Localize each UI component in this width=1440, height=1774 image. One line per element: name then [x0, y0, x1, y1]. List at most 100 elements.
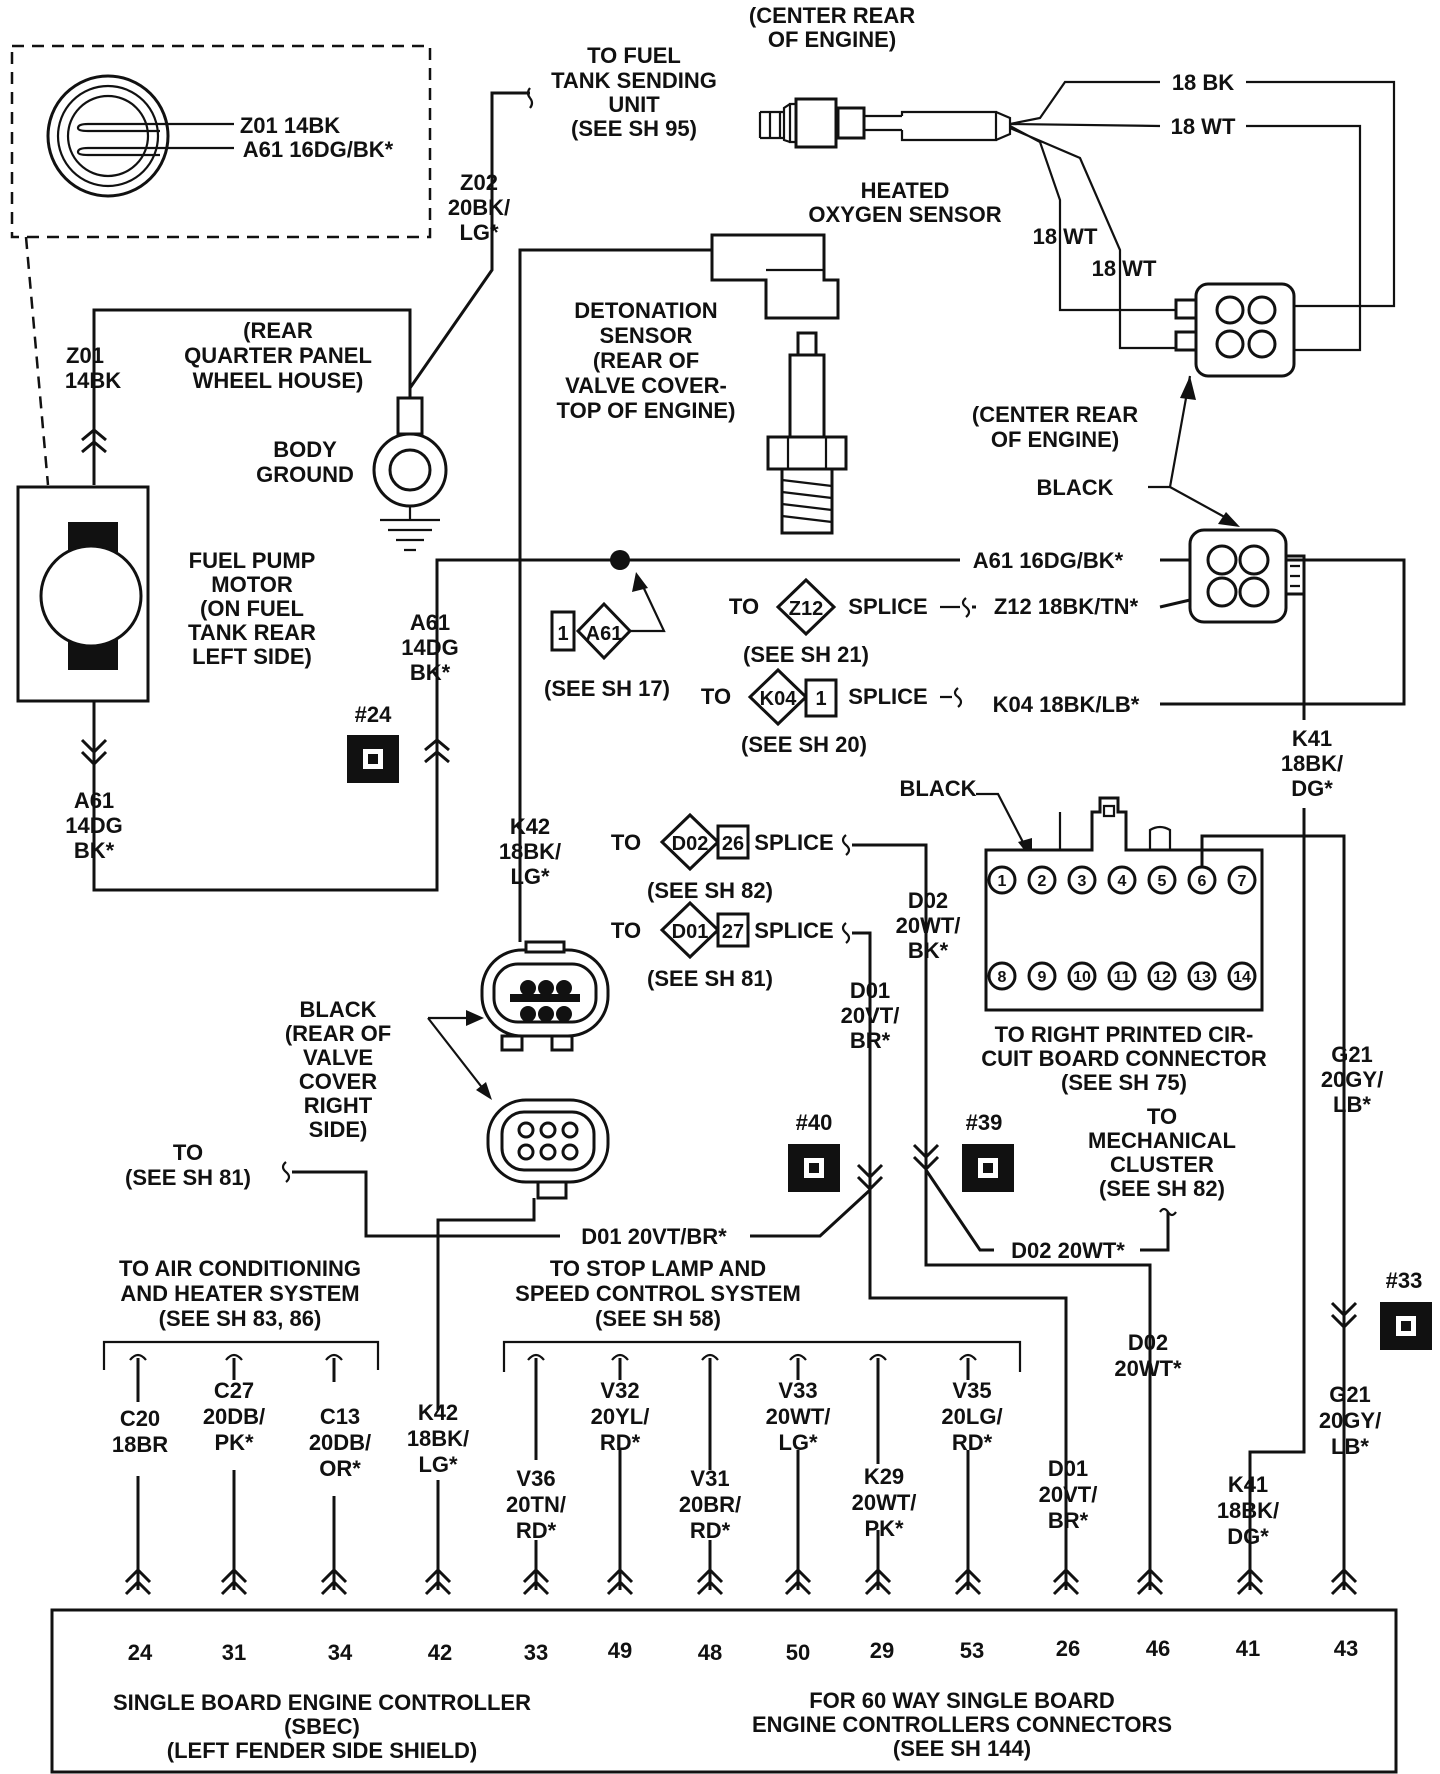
svg-text:TO AIR CONDITIONING: TO AIR CONDITIONING — [119, 1256, 361, 1281]
svg-text:18BK/: 18BK/ — [407, 1426, 469, 1451]
to-sh81-break — [281, 1161, 291, 1183]
svg-text:26: 26 — [722, 833, 744, 855]
svg-text:TANK REAR: TANK REAR — [188, 620, 316, 645]
svg-text:(SEE SH 82): (SEE SH 82) — [1099, 1176, 1225, 1201]
svg-text:D02: D02 — [1128, 1330, 1168, 1355]
ground-24: #24 — [347, 702, 399, 783]
svg-text:SINGLE BOARD ENGINE CONTROLLE: SINGLE BOARD ENGINE CONTROLLER — [113, 1690, 531, 1715]
svg-text:C13: C13 — [320, 1404, 360, 1429]
d02-mid-label: D02 20WT/ BK* — [896, 888, 961, 963]
g21-connector-mark — [1330, 1301, 1358, 1330]
wire-label-v36: V36 20TN/ RD* — [506, 1466, 566, 1543]
svg-text:LB*: LB* — [1331, 1434, 1369, 1459]
wire-label-c27: C27 20DB/ PK* — [203, 1378, 265, 1455]
svg-text:K42: K42 — [510, 814, 550, 839]
svg-text:LG*: LG* — [459, 220, 499, 245]
sbec-pin-numbers: 24 31 34 42 33 49 48 50 29 53 26 46 41 4… — [128, 1636, 1358, 1665]
svg-text:18BK/: 18BK/ — [1281, 751, 1343, 776]
svg-text:(SEE SH 81): (SEE SH 81) — [125, 1165, 251, 1190]
svg-text:20BK/: 20BK/ — [448, 195, 510, 220]
svg-text:OF ENGINE): OF ENGINE) — [768, 27, 896, 52]
fuel-tank-sending-label: TO FUEL TANK SENDING UNIT (SEE SH 95) — [551, 43, 717, 141]
svg-text:DG*: DG* — [1291, 776, 1333, 801]
black-valve-pointer — [427, 1016, 485, 1091]
svg-text:TO STOP LAMP AND: TO STOP LAMP AND — [550, 1256, 766, 1281]
wire-label-v35: V35 20LG/ RD* — [941, 1378, 1002, 1455]
svg-text:9: 9 — [1038, 969, 1047, 986]
sbec-box — [50, 1608, 1398, 1774]
body-ground-label: BODY GROUND — [256, 437, 354, 487]
svg-text:C27: C27 — [214, 1378, 254, 1403]
valve-cover-connector-lower — [486, 1098, 610, 1200]
svg-text:ENGINE CONTROLLERS CONNECTORS: ENGINE CONTROLLERS CONNECTORS — [752, 1712, 1172, 1737]
a61-bus-label: A61 16DG/BK* — [973, 548, 1124, 573]
svg-text:UNIT: UNIT — [608, 92, 660, 117]
svg-text:(CENTER REAR: (CENTER REAR — [972, 402, 1138, 427]
svg-text:A61: A61 — [74, 788, 114, 813]
svg-text:BK*: BK* — [74, 838, 115, 863]
svg-text:(CENTER REAR: (CENTER REAR — [749, 3, 915, 28]
svg-text:WHEEL HOUSE): WHEEL HOUSE) — [193, 368, 364, 393]
svg-text:41: 41 — [1236, 1636, 1260, 1661]
stop-lamp-bracket — [502, 1340, 1022, 1372]
svg-text:TO: TO — [611, 918, 641, 943]
g21-wire — [1200, 834, 1346, 1590]
svg-text:D01: D01 — [1048, 1456, 1088, 1481]
inset-wire-a61-label: A61 16DG/BK* — [243, 137, 394, 162]
svg-text:27: 27 — [722, 921, 744, 943]
svg-text:SPLICE: SPLICE — [848, 684, 927, 709]
svg-text:18BK/: 18BK/ — [499, 839, 561, 864]
splice-k04: TO K04 1 SPLICE K04 18BK/LB* (SEE SH 20) — [701, 667, 1170, 757]
svg-text:RIGHT: RIGHT — [304, 1093, 373, 1118]
ac-system-label: TO AIR CONDITIONING AND HEATER SYSTEM (S… — [119, 1256, 361, 1331]
svg-text:TO: TO — [611, 830, 641, 855]
svg-text:TO: TO — [1147, 1104, 1177, 1129]
svg-text:42: 42 — [428, 1640, 452, 1665]
z02-break — [526, 87, 534, 109]
svg-text:TO: TO — [173, 1140, 203, 1165]
detonation-sensor-label: DETONATION SENSOR (REAR OF VALVE COVER- … — [557, 298, 736, 423]
svg-text:BK*: BK* — [908, 938, 949, 963]
svg-text:V32: V32 — [600, 1378, 639, 1403]
d01-connector-mark — [856, 1163, 884, 1192]
svg-text:TO: TO — [729, 594, 759, 619]
svg-text:LG*: LG* — [778, 1430, 818, 1455]
sbec-connectors-label: FOR 60 WAY SINGLE BOARD ENGINE CONTROLLE… — [752, 1688, 1172, 1761]
svg-text:(LEFT FENDER SIDE SHIELD): (LEFT FENDER SIDE SHIELD) — [167, 1738, 477, 1763]
svg-text:A61: A61 — [586, 623, 623, 645]
d02-wire-mid — [852, 843, 1152, 1590]
svg-text:29: 29 — [870, 1638, 894, 1663]
svg-text:(REAR OF: (REAR OF — [285, 1021, 391, 1046]
svg-text:20GY/: 20GY/ — [1319, 1408, 1381, 1433]
svg-text:(REAR OF: (REAR OF — [593, 348, 699, 373]
k42-wire-top — [518, 248, 712, 790]
svg-text:BR*: BR* — [1048, 1508, 1089, 1533]
o2-wires — [1009, 80, 1396, 352]
svg-text:20WT/: 20WT/ — [852, 1490, 917, 1515]
svg-text:G21: G21 — [1329, 1382, 1371, 1407]
a61-connector-mark-left — [80, 738, 108, 767]
a61-left-label: A61 14DG BK* — [65, 788, 122, 863]
svg-text:SIDE): SIDE) — [309, 1117, 368, 1142]
svg-text:20GY/: 20GY/ — [1321, 1067, 1383, 1092]
z01-label: Z01 14BK — [65, 343, 121, 393]
svg-text:(SEE SH 144): (SEE SH 144) — [893, 1736, 1031, 1761]
sbec-label: SINGLE BOARD ENGINE CONTROLLER (SBEC) (L… — [113, 1690, 531, 1763]
svg-text:14BK: 14BK — [65, 368, 121, 393]
svg-text:20DB/: 20DB/ — [309, 1430, 371, 1455]
svg-text:24: 24 — [128, 1640, 153, 1665]
svg-text:QUARTER PANEL: QUARTER PANEL — [184, 343, 372, 368]
splice-d02: TO D02 26 SPLICE (SEE SH 82) — [611, 812, 851, 903]
svg-text:(SEE SH 82): (SEE SH 82) — [647, 878, 773, 903]
svg-text:TO FUEL: TO FUEL — [587, 43, 681, 68]
svg-text:1: 1 — [998, 873, 1007, 890]
svg-text:C20: C20 — [120, 1406, 160, 1431]
svg-text:8: 8 — [998, 969, 1007, 986]
black-pointer-up-head — [1180, 376, 1196, 400]
svg-text:TANK SENDING: TANK SENDING — [551, 68, 717, 93]
svg-text:1: 1 — [557, 623, 568, 645]
svg-text:(REAR: (REAR — [243, 318, 313, 343]
k41-top-label: K41 18BK/ DG* — [1281, 726, 1343, 801]
svg-text:18BK/: 18BK/ — [1217, 1498, 1279, 1523]
